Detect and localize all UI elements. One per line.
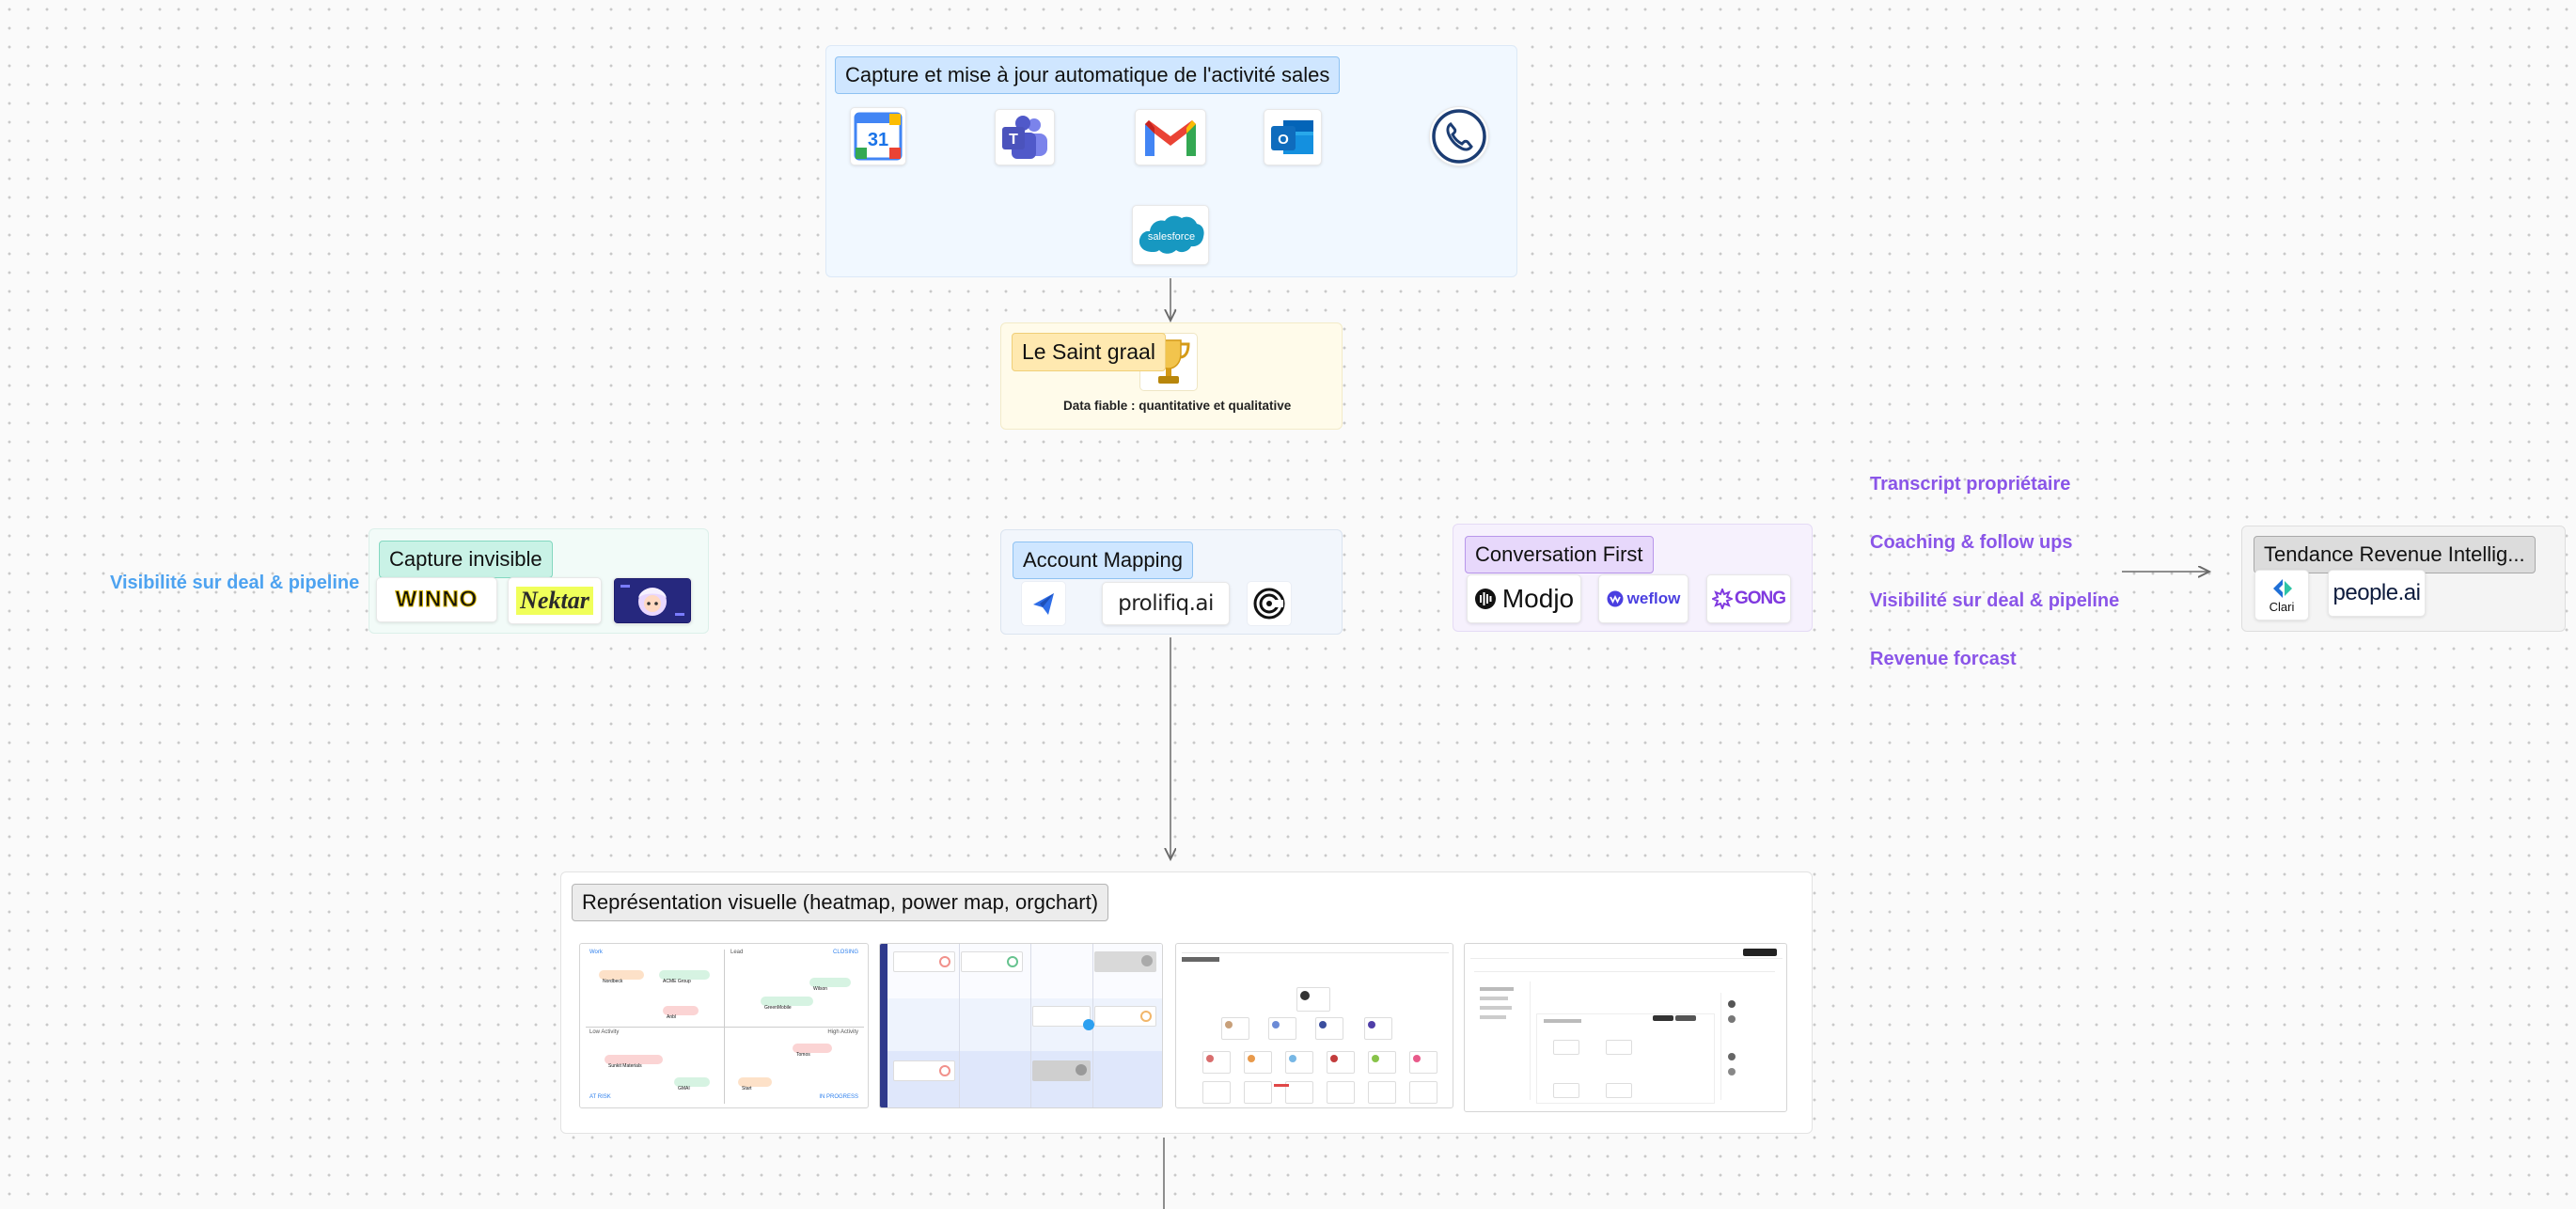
modjo-logo-text: Modjo — [1501, 584, 1575, 613]
side-text-visibilite-left: Visibilité sur deal & pipeline — [110, 573, 360, 593]
frame-title-tendance[interactable]: Tendance Revenue Intellig... — [2254, 536, 2536, 573]
salesforce-label: salesforce — [1148, 231, 1195, 243]
teams-letter: T — [1009, 132, 1018, 148]
side-text-visibilite-right: Visibilité sur deal & pipeline — [1870, 590, 2120, 611]
weflow-mark-icon — [1607, 590, 1624, 607]
frame-title-account-mapping[interactable]: Account Mapping — [1013, 542, 1193, 579]
side-text-revenue-forcast: Revenue forcast — [1870, 649, 2017, 669]
nektar-logo-text: Nektar — [516, 587, 593, 615]
heatmap-chip: Anbl — [663, 1006, 699, 1020]
pipeline-board-screenshot[interactable] — [879, 943, 1163, 1108]
heatmap-chip: Sunkit Materials — [605, 1055, 663, 1069]
frame-title-capture-invisible[interactable]: Capture invisible — [379, 541, 553, 578]
winno-logo-text: WINNO — [395, 587, 479, 613]
frame-title-conversation-first[interactable]: Conversation First — [1465, 536, 1654, 573]
modjo-mark-icon — [1474, 589, 1496, 609]
heatmap-quadrant-label: Low Activity — [589, 1029, 620, 1035]
frame-title-capture-auto[interactable]: Capture et mise à jour automatique de l'… — [835, 56, 1341, 94]
frame-title-representation-visuelle[interactable]: Représentation visuelle (heatmap, power … — [572, 884, 1109, 921]
winno-logo[interactable]: WINNO — [376, 577, 497, 622]
heatmap-chip: Wilson — [809, 978, 851, 992]
heatmap-chip: GMAI — [674, 1077, 710, 1091]
heatmap-quadrant-label: AT RISK — [589, 1094, 611, 1100]
microsoft-teams-icon[interactable]: T — [995, 109, 1055, 165]
clari-logo-text: Clari — [2269, 599, 2295, 614]
weflow-logo[interactable]: weflow — [1598, 574, 1689, 623]
heatmap-chip: GreenMobile — [761, 997, 813, 1011]
orgchart-screenshot[interactable] — [1464, 943, 1787, 1112]
heatmap-quadrant-label: Lead — [730, 950, 744, 955]
graal-caption: Data fiable : quantitative et qualitativ… — [1063, 399, 1292, 413]
heatmap-screenshot[interactable]: Work Lead CLOSING Low Activity High Acti… — [579, 943, 869, 1108]
power-map-screenshot[interactable] — [1175, 943, 1453, 1108]
outlook-letter: O — [1278, 132, 1289, 148]
phone-icon[interactable] — [1429, 106, 1489, 166]
gong-logo-text: GONG — [1734, 589, 1786, 608]
heatmap-quadrant-label: Work — [589, 950, 603, 955]
weflow-logo-text: weflow — [1626, 589, 1681, 607]
clari-logo[interactable]: Clari — [2254, 570, 2309, 620]
heatmap-quadrant-label: CLOSING — [832, 950, 858, 955]
clari-mark-icon — [2273, 578, 2292, 598]
peopleai-logo[interactable]: people.ai — [2328, 570, 2426, 617]
side-text-coaching: Coaching & follow ups — [1870, 532, 2073, 553]
circular-logo-icon[interactable] — [1247, 581, 1292, 626]
heatmap-chip: ACME Group — [659, 970, 710, 984]
peopleai-logo-text: people.ai — [2333, 580, 2421, 605]
heatmap-quadrant-label: IN PROGRESS — [819, 1094, 858, 1100]
heatmap-chip: Tomos — [793, 1044, 832, 1058]
gong-logo[interactable]: GONG — [1706, 574, 1791, 623]
frame-title-saint-graal[interactable]: Le Saint graal — [1012, 333, 1166, 371]
nektar-logo[interactable]: Nektar — [508, 577, 602, 624]
modjo-logo[interactable]: Modjo — [1467, 574, 1581, 623]
anime-character-icon[interactable] — [613, 577, 692, 624]
heatmap-chip: Start — [738, 1077, 772, 1091]
heatmap-quadrant-label: High Activity — [827, 1029, 858, 1035]
prolifiq-logo-text: prolifiq.ai — [1118, 591, 1214, 616]
paper-plane-icon[interactable] — [1021, 581, 1066, 626]
calendar-day-text: 31 — [868, 130, 888, 150]
side-text-transcript: Transcript propriétaire — [1870, 474, 2071, 495]
gmail-icon[interactable] — [1135, 109, 1206, 165]
google-calendar-icon[interactable]: 31 — [850, 107, 906, 165]
prolifiq-logo[interactable]: prolifiq.ai — [1102, 582, 1230, 625]
gong-mark-icon — [1711, 589, 1733, 609]
outlook-icon[interactable]: O — [1264, 109, 1322, 165]
salesforce-icon[interactable]: salesforce — [1132, 205, 1209, 265]
heatmap-chip: Nordbeck — [599, 970, 644, 984]
